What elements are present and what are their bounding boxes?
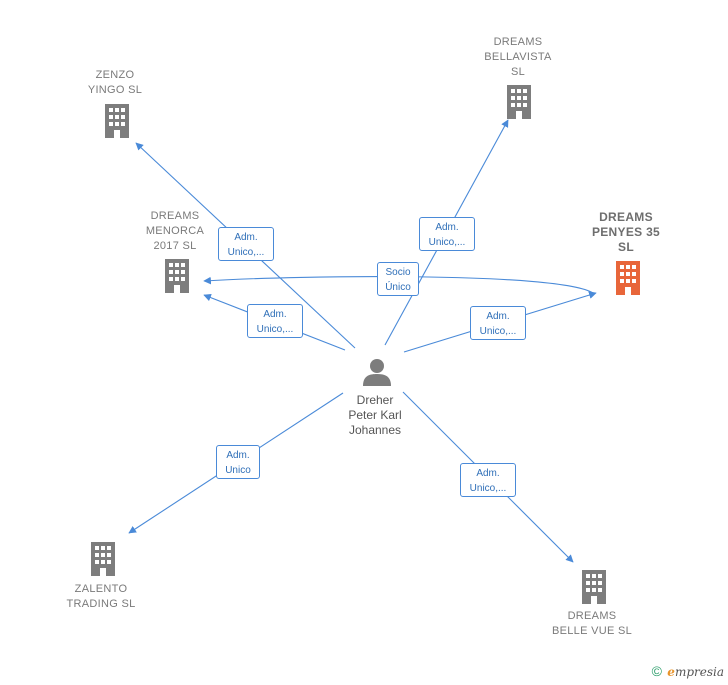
company-label-dreams-belle-vue[interactable]: DREAMS BELLE VUE SL <box>551 610 633 637</box>
building-icon-focus <box>616 261 640 295</box>
edge-label-zalento: Adm. Unico <box>216 445 260 479</box>
building-icon <box>582 570 606 604</box>
edge-label-zenzo: Adm. Unico,... <box>218 227 274 261</box>
building-icon <box>91 542 115 576</box>
company-label-dreams-menorca[interactable]: DREAMS MENORCA 2017 SL <box>145 210 205 252</box>
person-label-dreher[interactable]: Dreher Peter Karl Johannes <box>348 393 402 437</box>
edge-label-menorca-adm: Adm. Unico,... <box>247 304 303 338</box>
edge-label-bellevue: Adm. Unico,... <box>460 463 516 497</box>
edge-label-menorca-socio: Socio Único <box>377 262 419 296</box>
building-icon <box>507 85 531 119</box>
edge-line-menorca-socio <box>203 276 594 294</box>
building-icon <box>165 259 189 293</box>
empresia-watermark: © empresia <box>652 663 724 679</box>
company-label-zalento-trading[interactable]: ZALENTO TRADING SL <box>66 583 136 610</box>
company-label-dreams-penyes[interactable]: DREAMS PENYES 35 SL <box>591 210 661 254</box>
edge-label-penyes: Adm. Unico,... <box>470 306 526 340</box>
company-label-zenzo-yingo[interactable]: ZENZO YINGO SL <box>87 69 143 96</box>
copyright-symbol: © <box>651 663 662 679</box>
company-label-dreams-bellavista[interactable]: DREAMS BELLAVISTA SL <box>484 36 552 78</box>
edge-label-bellavista: Adm. Unico,... <box>419 217 475 251</box>
brand-logo: empresia <box>667 665 724 679</box>
person-icon <box>363 359 391 386</box>
building-icon <box>105 104 129 138</box>
